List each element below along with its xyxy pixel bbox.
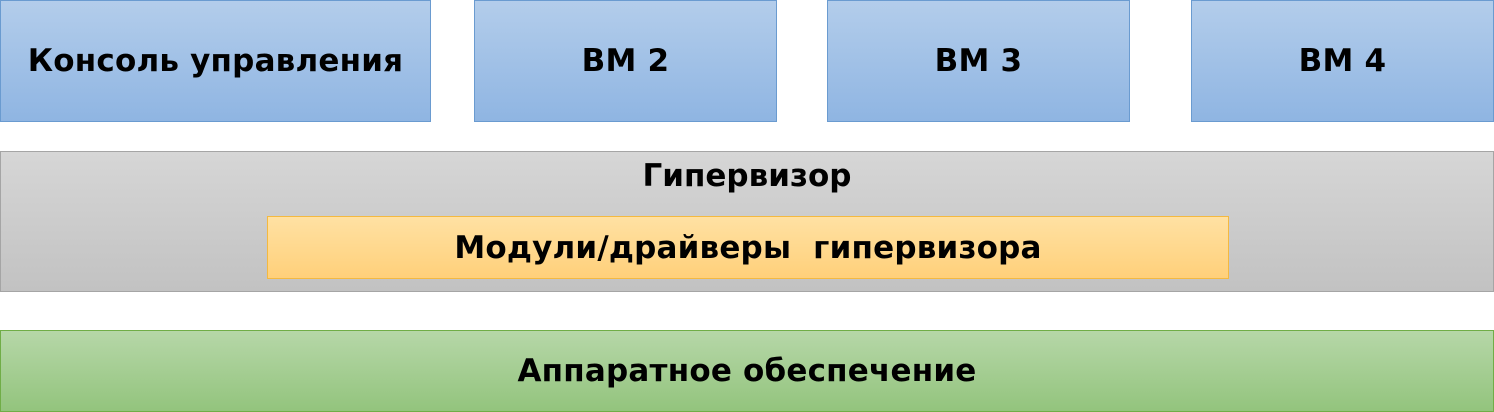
hypervisor-layer: Гипервизор Модули/драйверы гипервизора [0, 151, 1494, 292]
vm-label: ВМ 2 [581, 43, 670, 79]
modules-label: Модули/драйверы гипервизора [454, 229, 1042, 266]
vm-box-management-console: Консоль управления [0, 0, 431, 122]
hardware-label: Аппаратное обеспечение [517, 353, 977, 389]
vm-box-vm2: ВМ 2 [474, 0, 777, 122]
vm-box-vm3: ВМ 3 [827, 0, 1130, 122]
vm-label: ВМ 4 [1298, 43, 1387, 79]
hardware-layer: Аппаратное обеспечение [0, 330, 1494, 412]
vm-label: ВМ 3 [934, 43, 1023, 79]
vm-label: Консоль управления [27, 43, 404, 79]
hypervisor-modules-box: Модули/драйверы гипервизора [267, 216, 1229, 279]
hypervisor-title: Гипервизор [642, 158, 852, 194]
vm-box-vm4: ВМ 4 [1191, 0, 1494, 122]
